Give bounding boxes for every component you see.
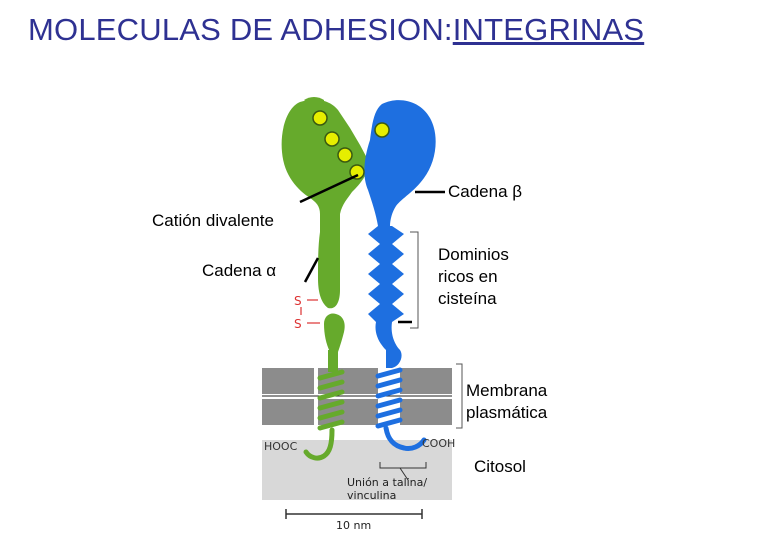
cytosol-region [262, 440, 452, 500]
divalent-cations [312, 110, 390, 180]
talin-label-1: Unión a talina/ [347, 476, 427, 489]
alpha-chain-label: Cadena α [202, 261, 277, 280]
cysteine-domains-label-2: ricos en [438, 267, 498, 286]
disulfide-bond [300, 299, 320, 324]
disulfide-s1: S [294, 294, 302, 308]
hooc-label: HOOC [264, 440, 298, 453]
beta-chain-label: Cadena β [448, 182, 523, 201]
pointer-lines [299, 173, 445, 324]
membrane-bracket [456, 363, 463, 429]
membrane-label-2: plasmática [466, 403, 548, 422]
scale-bar [285, 509, 423, 519]
plasma-membrane [262, 368, 452, 425]
page-title: MOLECULAS DE ADHESION:INTEGRINAS [28, 12, 644, 48]
scale-label: 10 nm [336, 519, 371, 532]
cysteine-domains-label-1: Dominios [438, 245, 509, 264]
cysteine-bracket [410, 231, 419, 329]
cysteine-domains-label-3: cisteína [438, 289, 497, 308]
talin-label-2: vinculina [347, 489, 396, 502]
membrane-label-1: Membrana [466, 381, 548, 400]
title-prefix: MOLECULAS DE ADHESION: [28, 12, 453, 47]
alpha-coils [303, 369, 345, 461]
cytosol-label: Citosol [474, 457, 526, 476]
talin-bracket [379, 462, 427, 469]
divalent-cation-label: Catión divalente [152, 211, 274, 230]
disulfide-s2: S [294, 317, 302, 331]
beta-coils [375, 367, 427, 451]
beta-chain [364, 100, 436, 368]
cooh-label: COOH [422, 437, 455, 450]
title-underlined: INTEGRINAS [452, 12, 645, 47]
